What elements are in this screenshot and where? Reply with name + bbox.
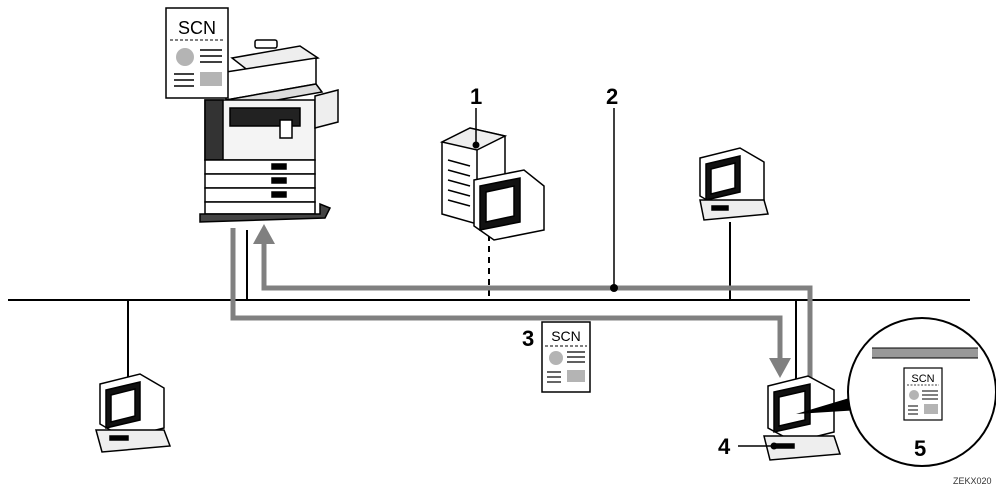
arrow-up-to-mfp bbox=[253, 224, 275, 244]
scan-path bbox=[230, 228, 813, 380]
label-2: 2 bbox=[606, 84, 618, 109]
server-computer bbox=[439, 127, 545, 241]
label-5: 5 bbox=[914, 436, 926, 461]
workstation-top-right bbox=[699, 147, 769, 221]
scan-original-sheet: SCN bbox=[165, 7, 229, 99]
label-4: 4 bbox=[718, 434, 731, 459]
workstation-bottom-left bbox=[95, 373, 172, 453]
arrow-down-to-client bbox=[769, 358, 791, 378]
figure-code: ZEKX020 bbox=[953, 476, 992, 486]
screen-doc-label: SCN bbox=[911, 373, 934, 385]
transferred-document: SCN bbox=[541, 321, 591, 393]
label-1: 1 bbox=[470, 84, 482, 109]
label-3: 3 bbox=[522, 326, 534, 351]
screen-zoom-view: SCN bbox=[847, 317, 996, 467]
transferred-doc-label: SCN bbox=[551, 328, 581, 344]
mfp-printer bbox=[199, 39, 339, 223]
scan-original-label: SCN bbox=[178, 18, 216, 38]
client-computer bbox=[763, 375, 842, 461]
zoom-wedge bbox=[796, 396, 860, 414]
